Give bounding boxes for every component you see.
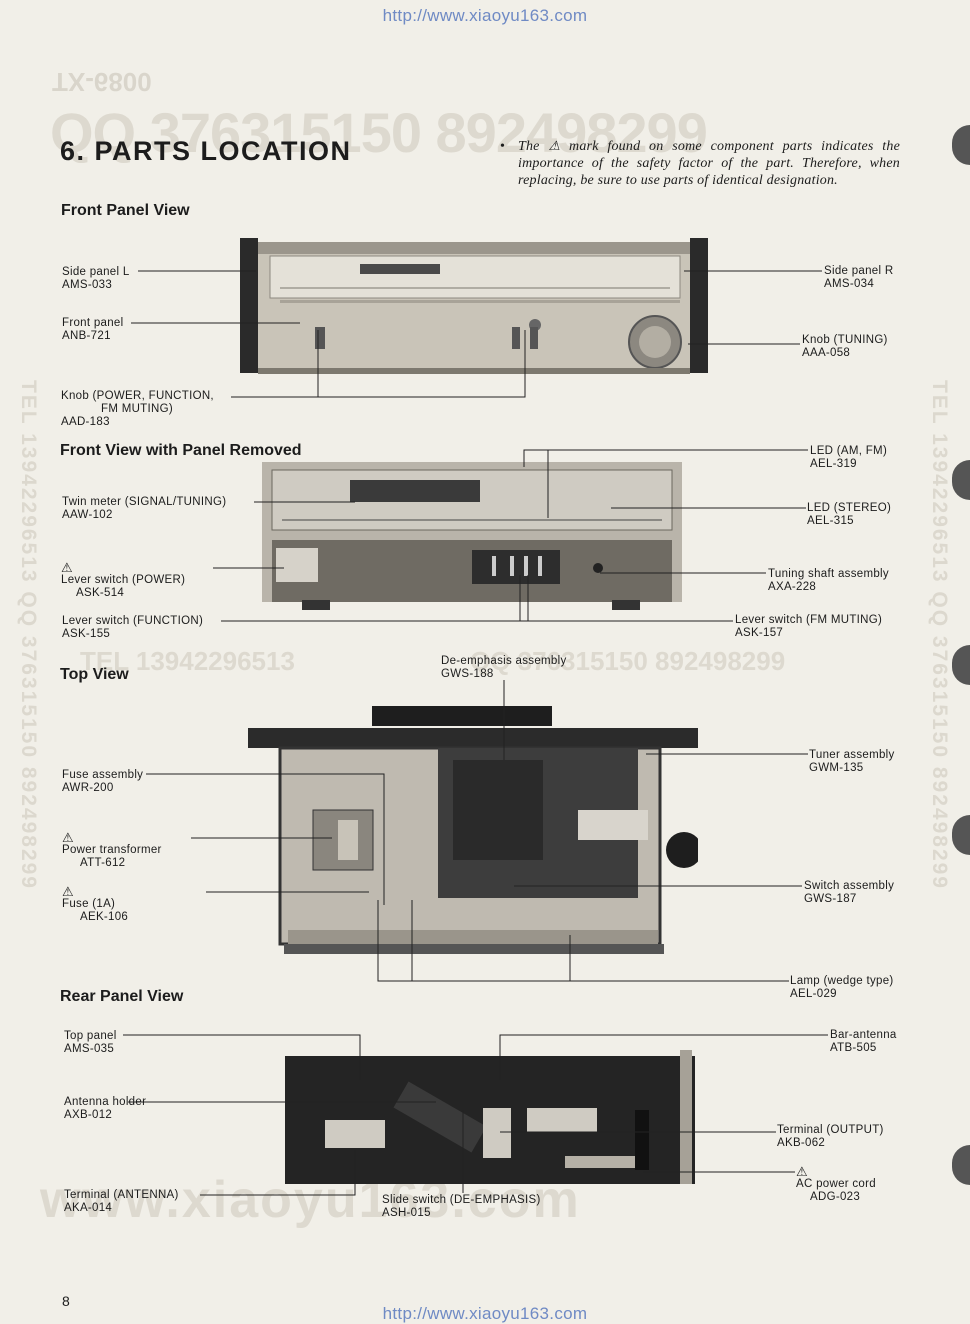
label-led-am-fm: LED (AM, FM)AEL-319 bbox=[810, 445, 888, 470]
header-url[interactable]: http://www.xiaoyu163.com bbox=[382, 6, 588, 25]
section-rear-panel-view: Rear Panel View bbox=[60, 988, 184, 1005]
label-fuse: ⚠Fuse (1A) AEK-106 bbox=[62, 884, 129, 923]
label-lamp: Lamp (wedge type)AEL-029 bbox=[790, 975, 894, 1000]
qq-watermark: QQ 376315150 892498299 bbox=[50, 101, 708, 164]
warning-triangle-icon: ⚠ bbox=[61, 560, 73, 575]
bullet: • bbox=[500, 139, 506, 154]
binder-tab bbox=[952, 815, 970, 855]
label-terminal-antenna: Terminal (ANTENNA)AKA-014 bbox=[64, 1189, 179, 1214]
label-terminal-output: Terminal (OUTPUT)AKB-062 bbox=[777, 1124, 884, 1149]
section-front-panel-view: Front Panel View bbox=[61, 202, 190, 219]
qq-watermark-2: QQ 376315150 892498299 bbox=[470, 646, 786, 676]
note-text-after: mark found on some component parts indic… bbox=[518, 139, 900, 188]
binder-tab bbox=[952, 460, 970, 500]
warning-triangle-icon: ⚠ bbox=[548, 138, 561, 153]
footer-url[interactable]: http://www.xiaoyu163.com bbox=[382, 1304, 588, 1323]
label-knob-power: Knob (POWER, FUNCTION, FM MUTING) AAD-18… bbox=[61, 390, 214, 428]
page-title: 6. PARTS LOCATION bbox=[60, 136, 352, 166]
label-lever-function: Lever switch (FUNCTION)ASK-155 bbox=[62, 615, 204, 640]
panel-removed-photo bbox=[262, 462, 682, 610]
top-view-photo bbox=[248, 706, 698, 954]
warning-triangle-icon: ⚠ bbox=[62, 884, 74, 899]
label-led-stereo: LED (STEREO)AEL-315 bbox=[807, 502, 892, 527]
front-panel-photo bbox=[240, 238, 708, 374]
label-twin-meter: Twin meter (SIGNAL/TUNING)AAW-102 bbox=[62, 496, 227, 521]
label-ac-cord: ⚠AC power cord ADG-023 bbox=[796, 1164, 876, 1203]
binder-tab bbox=[952, 1145, 970, 1185]
safety-note: • The ⚠ mark found on some component par… bbox=[500, 138, 900, 189]
label-power-transformer: ⚠Power transformer ATT-612 bbox=[62, 830, 162, 869]
note-text-before: The bbox=[518, 139, 540, 154]
label-lever-fm-muting: Lever switch (FM MUTING)ASK-157 bbox=[735, 614, 883, 639]
section-front-view-panel-removed: Front View with Panel Removed bbox=[60, 442, 302, 459]
section-top-view: Top View bbox=[60, 666, 129, 683]
label-lever-power: ⚠Lever switch (POWER) ASK-514 bbox=[61, 560, 186, 599]
page-number: 8 bbox=[62, 1293, 70, 1309]
binder-tab bbox=[952, 645, 970, 685]
tel-watermark: TEL 13942296513 bbox=[80, 646, 295, 676]
warning-triangle-icon: ⚠ bbox=[62, 830, 74, 845]
warning-triangle-icon: ⚠ bbox=[796, 1164, 808, 1179]
binder-tab bbox=[952, 125, 970, 165]
label-slide-switch: Slide switch (DE-EMPHASIS)ASH-015 bbox=[382, 1194, 541, 1219]
label-knob-tuning: Knob (TUNING)AAA-058 bbox=[802, 334, 888, 359]
